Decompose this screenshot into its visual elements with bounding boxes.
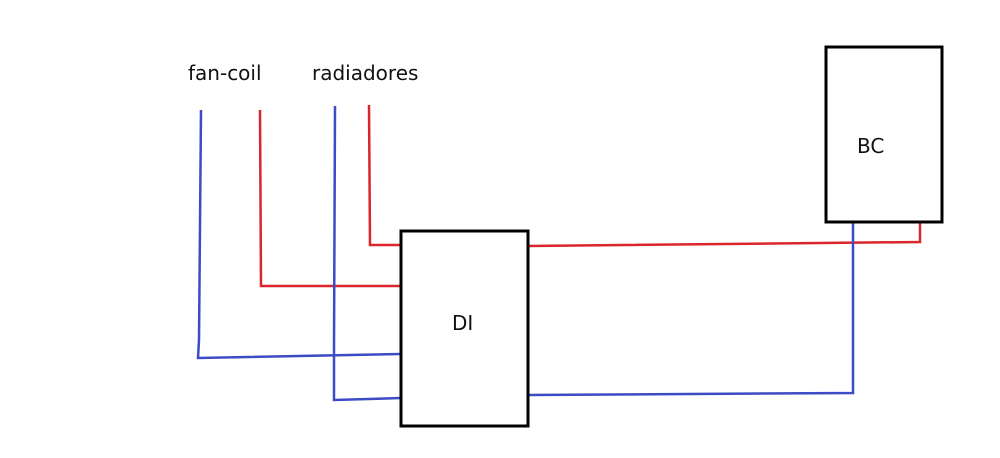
fan-coil-supply-pipe (258, 109, 401, 288)
bc-box (824, 45, 944, 224)
bc-label: BC (857, 134, 884, 158)
radiadores-supply-pipe (367, 104, 401, 247)
di-bc-supply-pipe (527, 222, 922, 248)
fan-coil-return-pipe (196, 109, 402, 360)
bc-unit: BC (824, 45, 944, 224)
radiadores-return-pipe (332, 105, 402, 402)
di-bc-return-pipe (527, 222, 855, 397)
di-box (399, 229, 530, 428)
radiadores-label: radiadores (312, 61, 418, 85)
fan-coil-label: fan-coil (188, 61, 262, 85)
di-label: DI (452, 311, 473, 335)
di-unit: DI (399, 229, 530, 428)
pipes (196, 104, 922, 402)
